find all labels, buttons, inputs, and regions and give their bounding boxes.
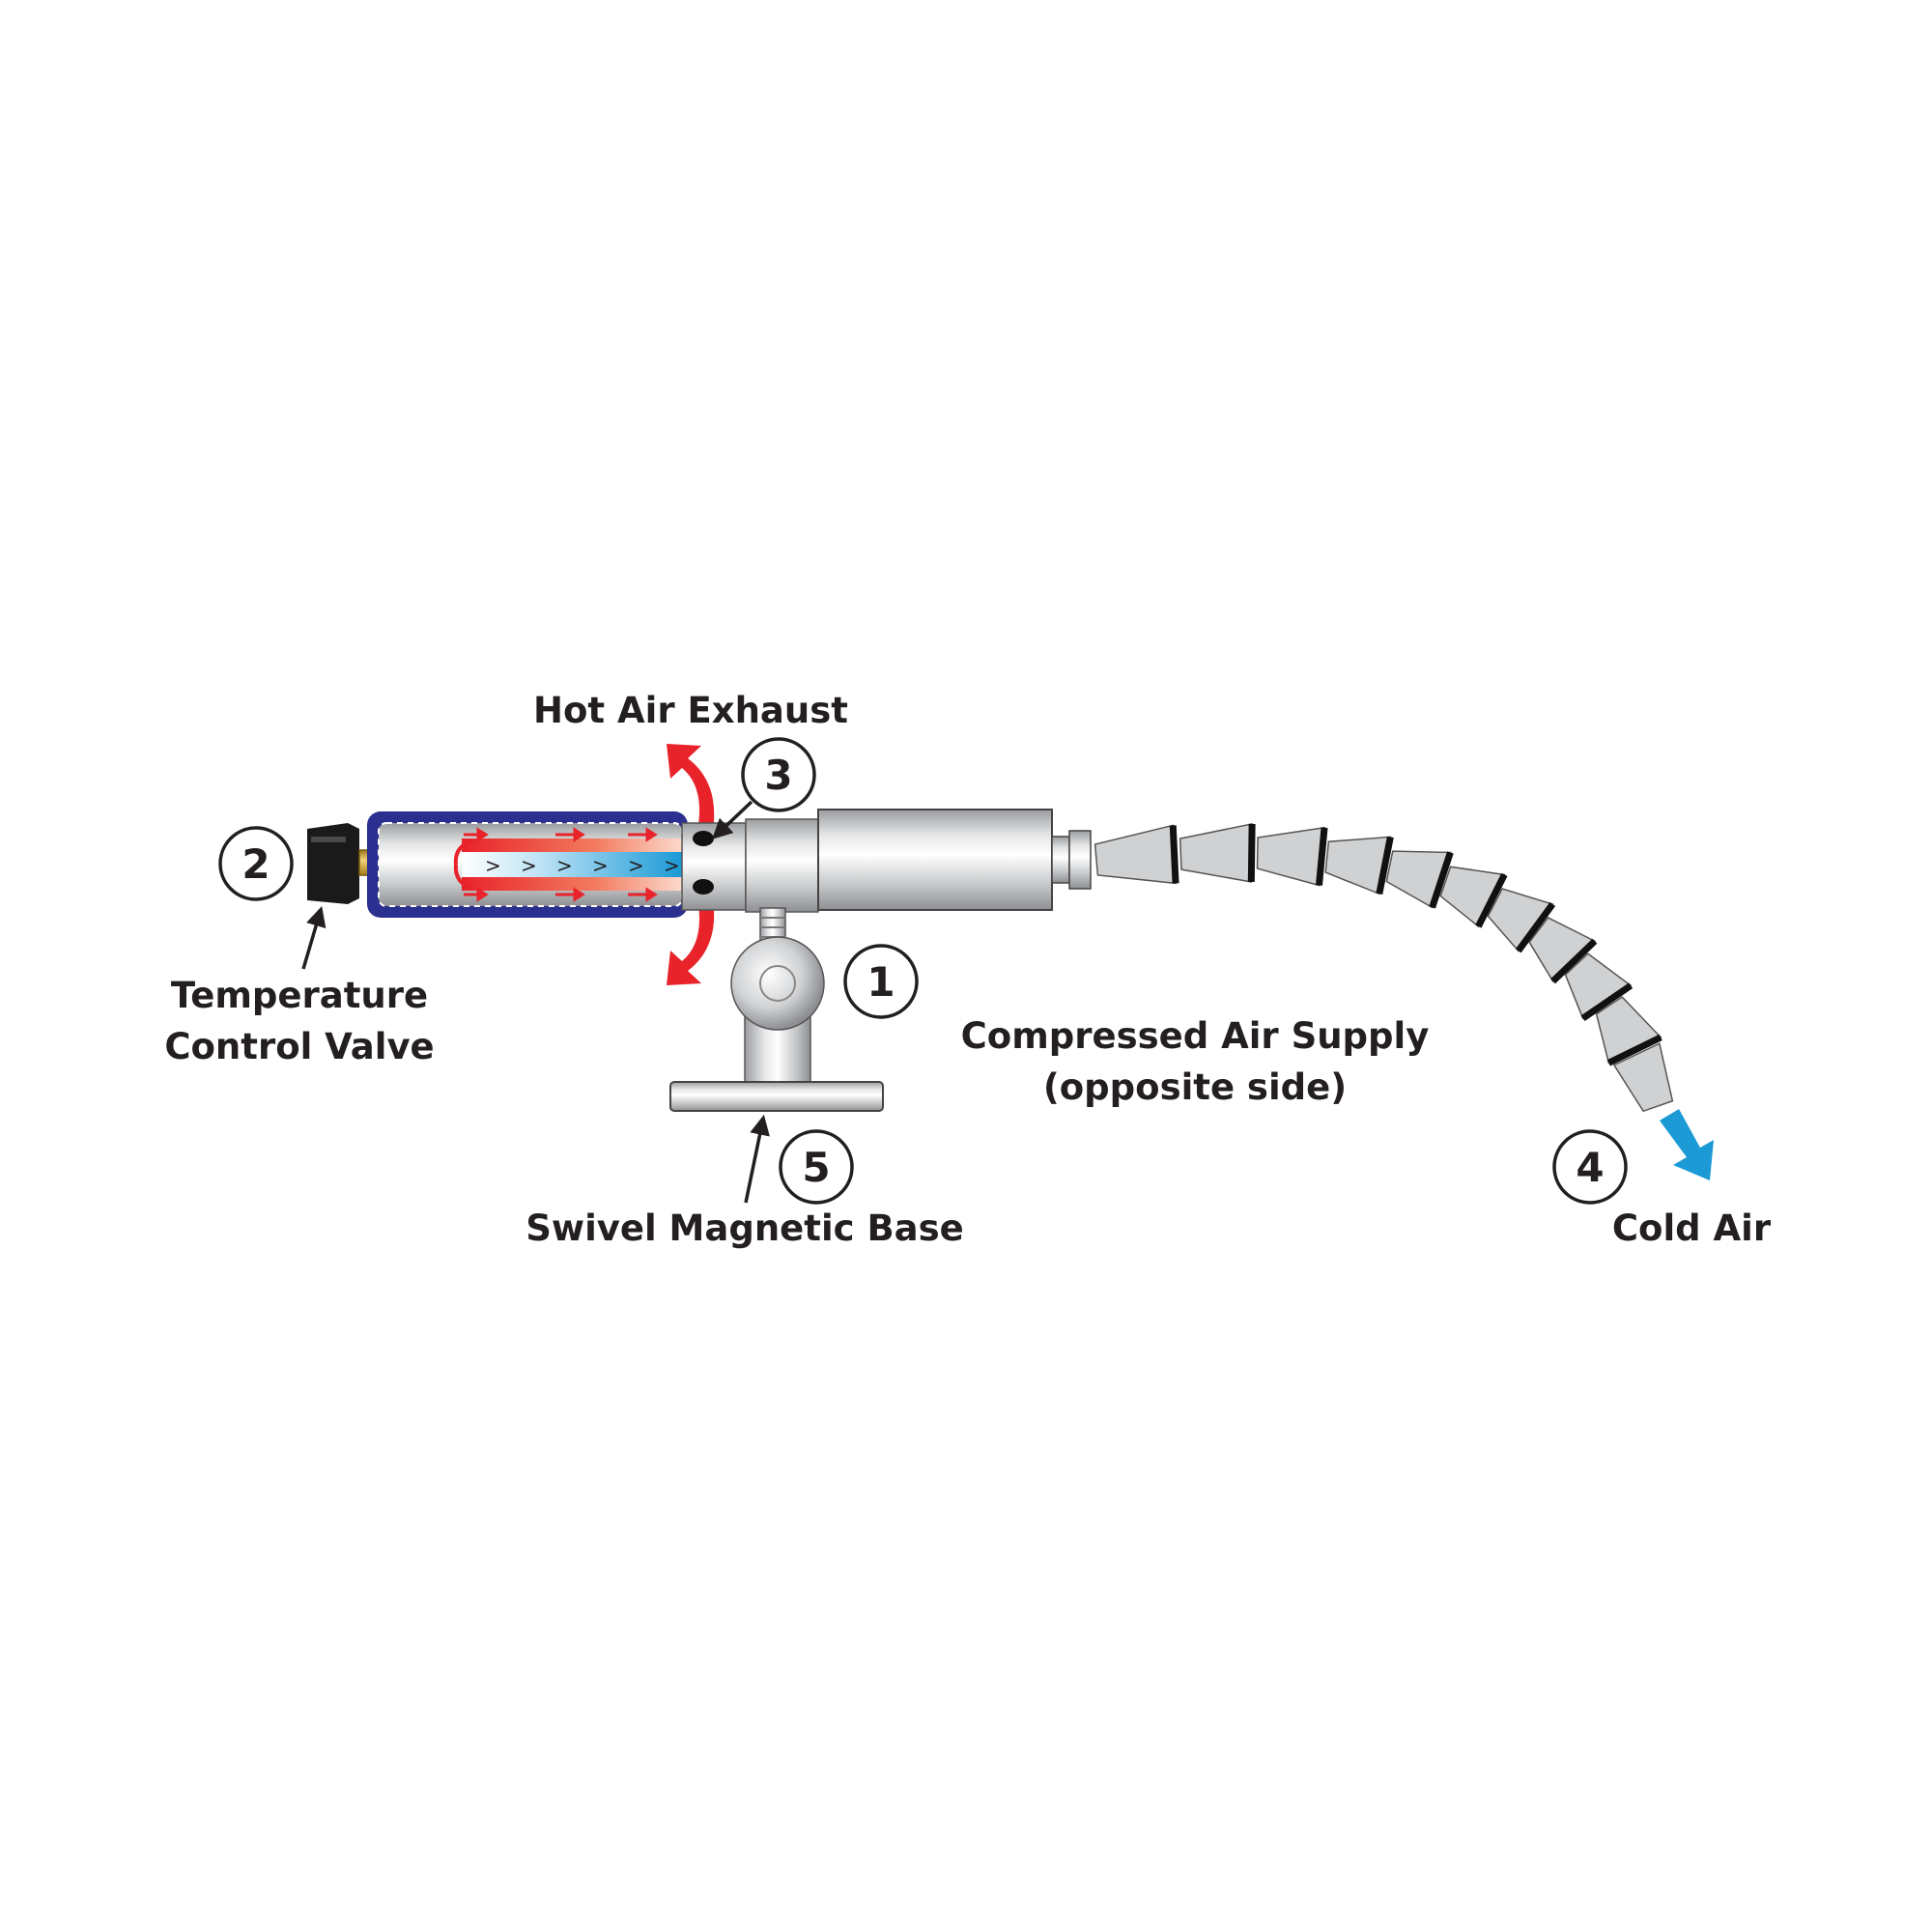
hose-segment bbox=[1564, 952, 1633, 1020]
callout-4: 4 bbox=[1552, 1129, 1628, 1205]
magnetic-base-plate bbox=[669, 1081, 884, 1112]
flow-mark: > bbox=[628, 854, 644, 877]
hot-air-arrow-down bbox=[667, 898, 715, 985]
knob-highlight bbox=[311, 837, 346, 842]
callout-number-3: 3 bbox=[764, 752, 792, 799]
cold-end-cylinder bbox=[817, 809, 1092, 911]
callout-2: 2 bbox=[218, 826, 294, 901]
leader-valve bbox=[301, 905, 327, 970]
label-cold-air: Cold Air bbox=[1612, 1208, 1772, 1249]
hose-segment bbox=[1612, 1042, 1674, 1113]
callout-number-1: 1 bbox=[867, 958, 895, 1006]
label-swivel-magnetic-base: Swivel Magnetic Base bbox=[526, 1208, 963, 1249]
swivel-connector bbox=[759, 907, 786, 942]
flow-mark: > bbox=[592, 854, 609, 877]
flexible-cold-air-hose[interactable] bbox=[1094, 823, 1674, 1113]
callout-1: 1 bbox=[843, 944, 919, 1019]
hot-end-housing: > > > > > > bbox=[367, 811, 688, 918]
vortex-generator-body bbox=[681, 818, 819, 913]
valve-knob bbox=[307, 823, 359, 904]
exhaust-port-top bbox=[693, 831, 714, 846]
hose-segment bbox=[1179, 823, 1253, 883]
hose-joint bbox=[1580, 982, 1634, 1022]
hose-joint bbox=[1376, 836, 1394, 895]
hose-joint bbox=[1429, 851, 1454, 909]
cold-flow-marks: > > > > > > bbox=[485, 854, 680, 877]
swivel-ball bbox=[730, 936, 825, 1031]
hose-joint bbox=[1169, 825, 1179, 884]
hose-joint bbox=[1550, 938, 1598, 984]
label-temperature-line1: Temperature bbox=[171, 975, 428, 1016]
callout-3: 3 bbox=[741, 737, 816, 812]
flow-mark: > bbox=[556, 854, 573, 877]
leader-base bbox=[744, 1114, 770, 1204]
hot-flow-top bbox=[462, 838, 682, 852]
hose-segment bbox=[1256, 826, 1325, 887]
hot-flow-bottom bbox=[462, 877, 682, 891]
callout-5: 5 bbox=[779, 1129, 854, 1205]
callout-number-4: 4 bbox=[1576, 1144, 1604, 1191]
flow-mark: > bbox=[485, 854, 501, 877]
label-compressed-air-line2: (opposite side) bbox=[1043, 1066, 1347, 1108]
label-compressed-air-line1: Compressed Air Supply bbox=[961, 1015, 1430, 1057]
hose-segment bbox=[1528, 916, 1597, 982]
swivel-magnetic-base[interactable] bbox=[669, 907, 884, 1112]
hot-air-arrow-up bbox=[667, 744, 715, 831]
hot-air-exhaust-arrows bbox=[667, 744, 715, 985]
hose-fitting bbox=[1051, 836, 1070, 884]
exhaust-port-bottom bbox=[693, 879, 714, 895]
flow-mark: > bbox=[521, 854, 537, 877]
label-hot-air-exhaust: Hot Air Exhaust bbox=[533, 690, 848, 731]
callout-number-2: 2 bbox=[242, 840, 270, 888]
hose-joint bbox=[1316, 827, 1328, 886]
callout-number-5: 5 bbox=[802, 1144, 830, 1191]
hose-joint bbox=[1515, 901, 1556, 953]
label-temperature-line2: Control Valve bbox=[164, 1026, 434, 1067]
hose-segment bbox=[1439, 866, 1506, 928]
hot-flow-arrows bbox=[464, 827, 658, 902]
cold-core-flow bbox=[462, 852, 682, 877]
hose-joint bbox=[1606, 1034, 1662, 1066]
hose-fitting-nut bbox=[1068, 830, 1092, 890]
hose-joint bbox=[1247, 823, 1256, 882]
leader-lines bbox=[301, 800, 770, 1204]
hose-joint bbox=[1475, 872, 1508, 928]
leader-exhaust bbox=[711, 800, 753, 839]
cold-air-arrow bbox=[1660, 1109, 1714, 1180]
flow-mark: > bbox=[664, 854, 680, 877]
hose-segment bbox=[1094, 824, 1177, 885]
